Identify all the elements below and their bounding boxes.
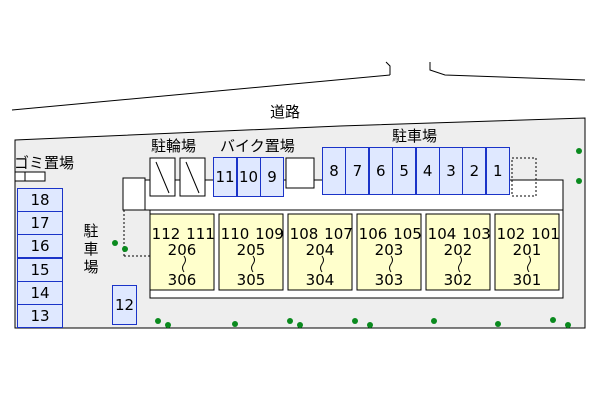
unit-101: 101: [531, 225, 560, 243]
parking-slot-14: 14: [17, 280, 63, 305]
unit-304: 304: [305, 271, 335, 289]
unit-301: 301: [512, 271, 542, 289]
tree-dot: [352, 318, 358, 324]
unit-206: 206: [167, 241, 197, 259]
unit-201: 201: [512, 241, 542, 259]
unit-205: 205: [236, 241, 266, 259]
parking-slot-17: 17: [17, 211, 63, 236]
parking-slot-15: 15: [17, 257, 63, 282]
bicycle-parking-label: 駐輪場: [151, 137, 197, 155]
parking-slot-8: 8: [322, 147, 346, 195]
unit-202: 202: [443, 241, 473, 259]
unit-303: 303: [374, 271, 404, 289]
parking-slot-6: 6: [368, 147, 393, 195]
tree-dot: [576, 178, 582, 184]
unit-102: 102: [496, 225, 526, 243]
parking-slot-2: 2: [462, 147, 487, 195]
unit-106: 106: [358, 225, 388, 243]
bike-slot-10: 10: [236, 157, 261, 197]
unit-111: 111: [186, 225, 215, 243]
tree-dot: [155, 318, 161, 324]
unit-109: 109: [255, 225, 284, 243]
unit-105: 105: [393, 225, 422, 243]
road-label: 道路: [270, 103, 301, 121]
tree-dot: [232, 321, 238, 327]
tree-dot: [165, 322, 171, 328]
parking-slot-18: 18: [17, 188, 63, 212]
parking-slot-1: 1: [485, 147, 510, 195]
unit-305: 305: [236, 271, 266, 289]
unit-110: 110: [220, 225, 250, 243]
garbage-area-label: ゴミ置場: [14, 154, 75, 172]
tree-dot: [297, 322, 303, 328]
unit-203: 203: [374, 241, 404, 259]
bike-parking-label: バイク置場: [220, 137, 295, 155]
tree-dot: [287, 318, 293, 324]
parking-slot-3: 3: [439, 147, 463, 195]
tree-dot: [112, 240, 118, 246]
tree-dot: [576, 148, 582, 154]
unit-306: 306: [167, 271, 197, 289]
parking-slot-13: 13: [17, 304, 63, 328]
bike-slot-9: 9: [260, 157, 284, 197]
parking-slot-12: 12: [112, 285, 137, 325]
tree-dot: [565, 322, 571, 328]
parking-slot-5: 5: [392, 147, 417, 195]
parking-left-label: 駐車場: [83, 222, 99, 276]
tree-dot: [122, 246, 128, 252]
unit-112: 112: [151, 225, 181, 243]
bike-slot-11: 11: [213, 157, 237, 197]
tree-dot: [367, 322, 373, 328]
unit-108: 108: [289, 225, 319, 243]
parking-top-label: 駐車場: [392, 127, 438, 145]
parking-slot-16: 16: [17, 234, 63, 259]
tree-dot: [495, 321, 501, 327]
unit-302: 302: [443, 271, 473, 289]
unit-103: 103: [462, 225, 491, 243]
tree-dot: [550, 317, 556, 323]
unit-204: 204: [305, 241, 335, 259]
parking-slot-4: 4: [415, 147, 440, 195]
parking-slot-7: 7: [345, 147, 370, 195]
tree-dot: [431, 318, 437, 324]
unit-107: 107: [324, 225, 353, 243]
unit-104: 104: [427, 225, 457, 243]
